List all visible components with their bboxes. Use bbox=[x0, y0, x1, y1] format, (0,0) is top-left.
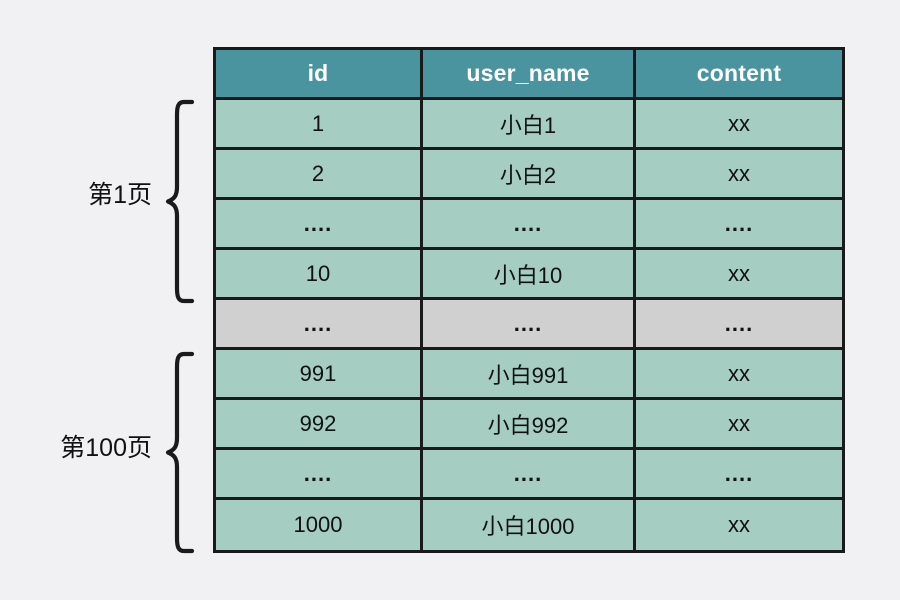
column-header-content: content bbox=[696, 60, 782, 86]
table-grid: id user_name content 1 小白1 xx 2 小白2 xx .… bbox=[216, 50, 842, 550]
cell-content: xx bbox=[728, 160, 750, 186]
cell-user-name: .... bbox=[423, 450, 636, 497]
cell-user-name: 小白992 bbox=[423, 400, 636, 447]
table-row: 1000 小白1000 xx bbox=[216, 500, 842, 550]
cell-user-name: .... bbox=[423, 200, 636, 247]
curly-brace-icon bbox=[165, 99, 195, 304]
cell-content: xx bbox=[728, 512, 750, 537]
curly-brace-page-100 bbox=[165, 351, 195, 554]
table-row-ellipsis: .... .... .... bbox=[216, 450, 842, 500]
column-header-id: id bbox=[216, 50, 423, 97]
cell-content: .... bbox=[724, 210, 754, 236]
table-row: 2 小白2 xx bbox=[216, 150, 842, 200]
table-row-gap: .... .... .... bbox=[216, 300, 842, 350]
cell-id: 992 bbox=[216, 400, 423, 447]
table-row: 991 小白991 xx bbox=[216, 350, 842, 400]
cell-content: .... bbox=[724, 460, 754, 486]
cell-id: 10 bbox=[216, 250, 423, 297]
column-header-user-name: user_name bbox=[423, 50, 636, 97]
curly-brace-page-1 bbox=[165, 99, 195, 304]
table-row: 1 小白1 xx bbox=[216, 100, 842, 150]
table-header-row: id user_name content bbox=[216, 50, 842, 100]
cell-user-name: 小白1000 bbox=[423, 500, 636, 550]
cell-id: .... bbox=[216, 200, 423, 247]
records-table: id user_name content 1 小白1 xx 2 小白2 xx .… bbox=[213, 47, 845, 553]
cell-user-name: 小白991 bbox=[423, 350, 636, 397]
cell-id: 1000 bbox=[216, 500, 423, 550]
group-label-page-100: 第100页 bbox=[60, 434, 152, 462]
cell-user-name: 小白1 bbox=[423, 100, 636, 147]
cell-id: 2 bbox=[216, 150, 423, 197]
cell-id: 991 bbox=[216, 350, 423, 397]
table-row: 10 小白10 xx bbox=[216, 250, 842, 300]
table-row-ellipsis: .... .... .... bbox=[216, 200, 842, 250]
cell-user-name: 小白2 bbox=[423, 150, 636, 197]
table-row: 992 小白992 xx bbox=[216, 400, 842, 450]
cell-id: .... bbox=[216, 300, 423, 347]
cell-user-name: 小白10 bbox=[423, 250, 636, 297]
cell-content: xx bbox=[728, 360, 750, 386]
cell-id: 1 bbox=[216, 100, 423, 147]
cell-user-name: .... bbox=[423, 300, 636, 347]
group-label-page-1: 第1页 bbox=[88, 181, 152, 209]
cell-content: .... bbox=[724, 310, 754, 336]
cell-content: xx bbox=[728, 110, 750, 136]
cell-id: .... bbox=[216, 450, 423, 497]
cell-content: xx bbox=[728, 260, 750, 286]
curly-brace-icon bbox=[165, 351, 195, 554]
cell-content: xx bbox=[728, 410, 750, 436]
